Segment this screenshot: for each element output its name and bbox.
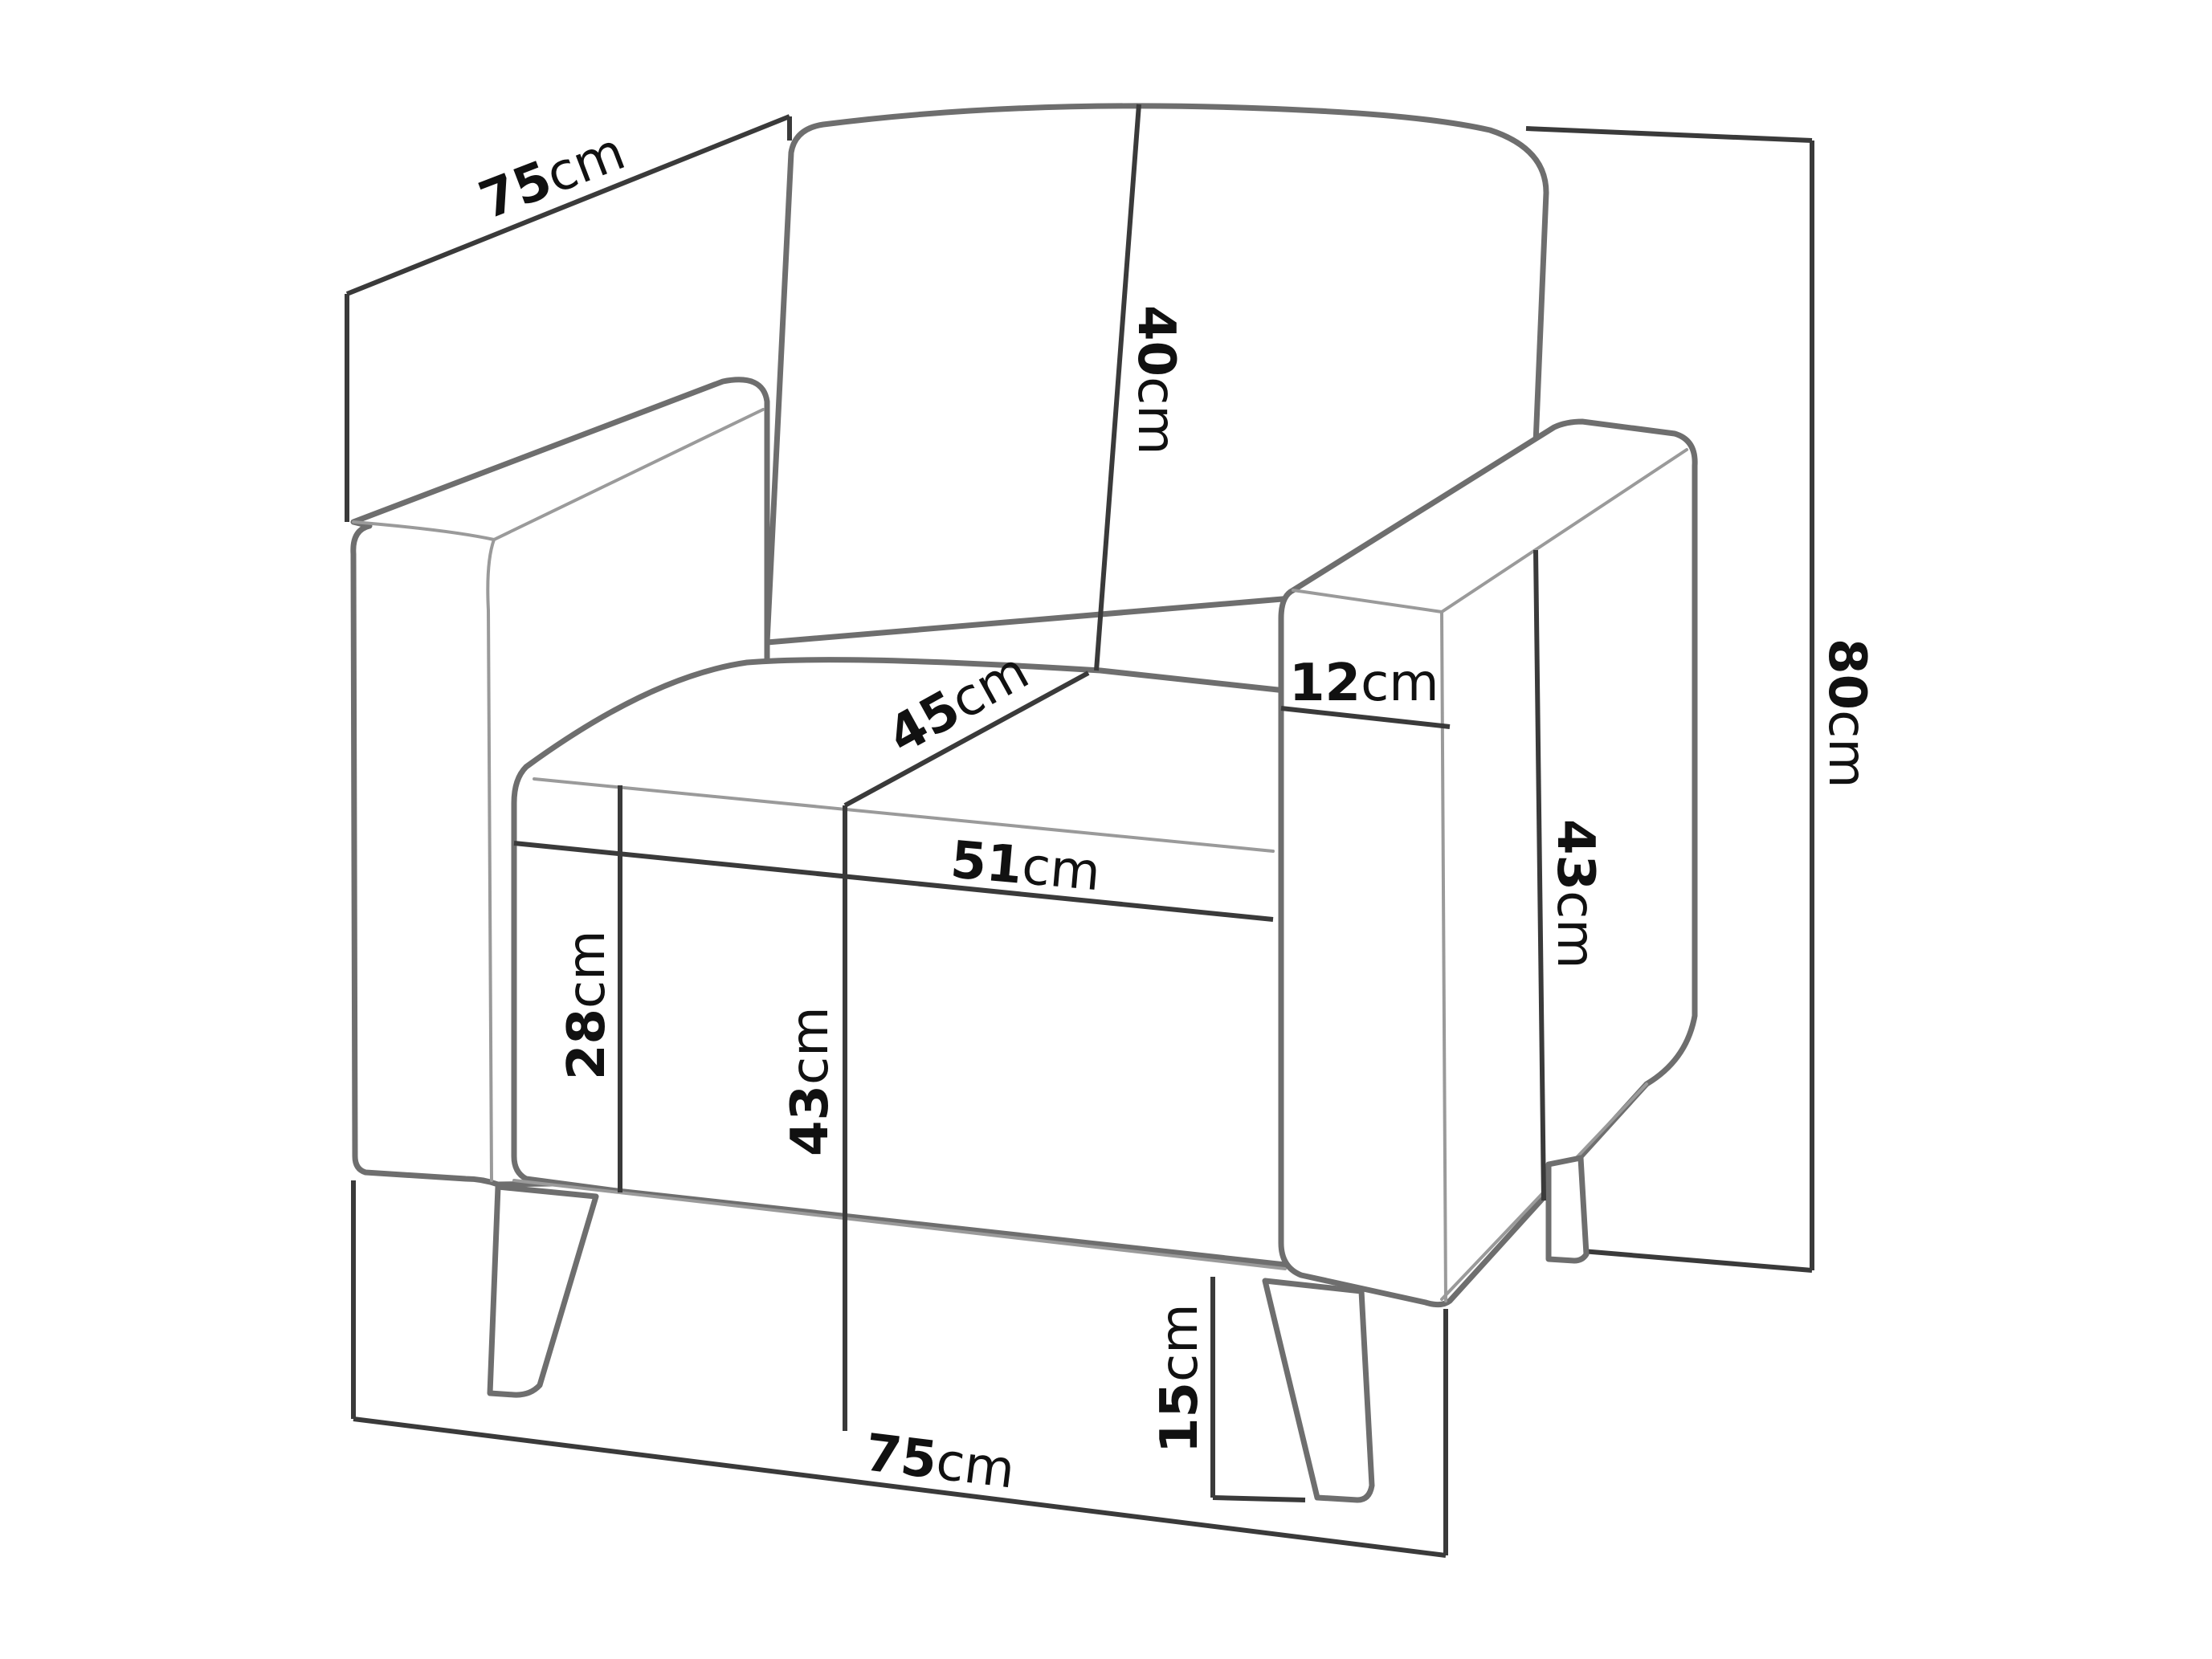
label-seat-width: 51cm <box>949 830 1103 903</box>
dimension-lines <box>345 114 1814 1558</box>
left-armrest-front-edge <box>486 538 496 1182</box>
label-backrest-height: 40cm <box>1126 305 1186 455</box>
dim-line-height-top <box>1525 126 1813 143</box>
label-cushion-height: 28cm <box>557 930 617 1080</box>
dim-line-depth-top <box>345 114 791 296</box>
label-armrest-width: 12cm <box>1289 654 1439 713</box>
backrest <box>764 103 1549 646</box>
label-leg-height: 15cm <box>1150 1303 1210 1453</box>
label-seat-height: 43cm <box>781 1006 840 1156</box>
dim-line-seat-width <box>513 841 1274 922</box>
label-total-width: 75cm <box>862 1423 1018 1500</box>
front-right-leg <box>1262 1278 1375 1503</box>
label-depth-top: 75cm <box>471 122 633 231</box>
front-left-leg <box>487 1184 599 1398</box>
dim-line-backrest <box>1094 104 1141 671</box>
right-armrest <box>1278 418 1698 1308</box>
dim-line-seat-depth <box>843 671 1090 808</box>
dim-line-height-bottom <box>1581 1249 1813 1273</box>
back-right-leg <box>1545 1155 1590 1264</box>
dim-line-armrest-height <box>1533 549 1546 1201</box>
dimension-lines-front <box>513 104 1546 1502</box>
label-total-height: 80cm <box>1817 638 1876 789</box>
seat-front-top-edge <box>533 777 1275 853</box>
dim-line-width-bottom <box>353 1416 1447 1558</box>
armchair-outline <box>350 103 1698 1503</box>
dim-line-armrest-width <box>1280 706 1451 729</box>
seat-front-bottom-edge <box>512 1179 1287 1270</box>
dim-line-leg-height-base <box>1212 1495 1306 1502</box>
label-armrest-height: 43cm <box>1545 819 1605 969</box>
seat-cushion <box>511 657 1288 1268</box>
left-armrest-top-inner <box>352 408 765 542</box>
